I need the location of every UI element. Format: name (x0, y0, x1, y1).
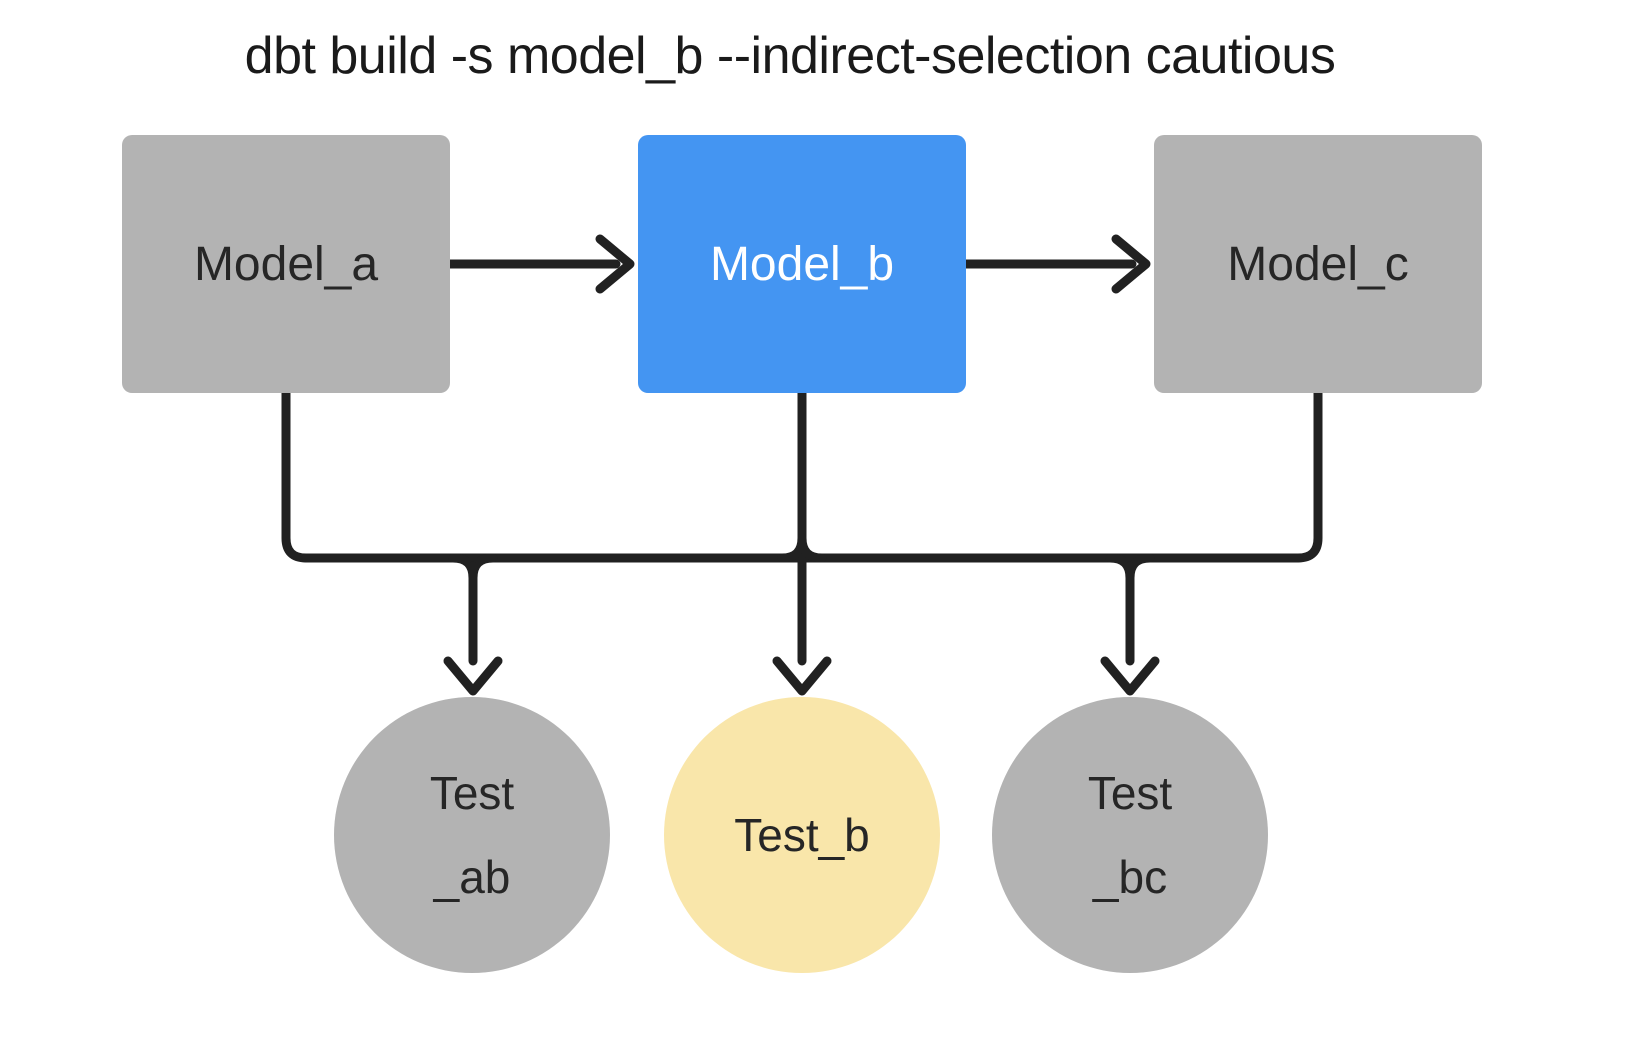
model-b-label: Model_b (709, 237, 895, 291)
test-bc-label: Test _bc (1087, 767, 1173, 903)
model-a-label: Model_a (193, 237, 379, 291)
test-b-node: Test_b (664, 697, 940, 973)
edge-bus-to-test-bc (1100, 553, 1160, 696)
edge-model-a-elbow (281, 388, 311, 563)
arrowhead-right-icon (1111, 234, 1151, 294)
edge-elbow (1293, 388, 1323, 563)
model-c-node: Model_c (1154, 135, 1482, 393)
model-a-node: Model_a (122, 135, 450, 393)
edge-fillet (797, 533, 827, 563)
command-title: dbt build -s model_b --indirect-selectio… (244, 27, 1336, 85)
test-ab-node: Test _ab (334, 697, 610, 973)
test-b-label: Test_b (734, 809, 870, 861)
arrowhead-down-icon (443, 656, 503, 696)
edge-bus-to-test-ab (443, 553, 503, 696)
arrowhead-down-icon (1100, 656, 1160, 696)
edge-elbow (281, 388, 311, 563)
edge-model-b-to-test-b (772, 388, 832, 696)
edge-model-c-elbow (1293, 388, 1323, 563)
model-b-node: Model_b (638, 135, 966, 393)
test-bc-node: Test _bc (992, 697, 1268, 973)
test-ab-label: Test _ab (429, 767, 515, 903)
model-c-label: Model_c (1227, 237, 1409, 291)
arrowhead-down-icon (772, 656, 832, 696)
edge-model-b-to-model-c (961, 234, 1151, 294)
edge-model-a-to-model-b (445, 234, 635, 294)
arrowhead-right-icon (595, 234, 635, 294)
